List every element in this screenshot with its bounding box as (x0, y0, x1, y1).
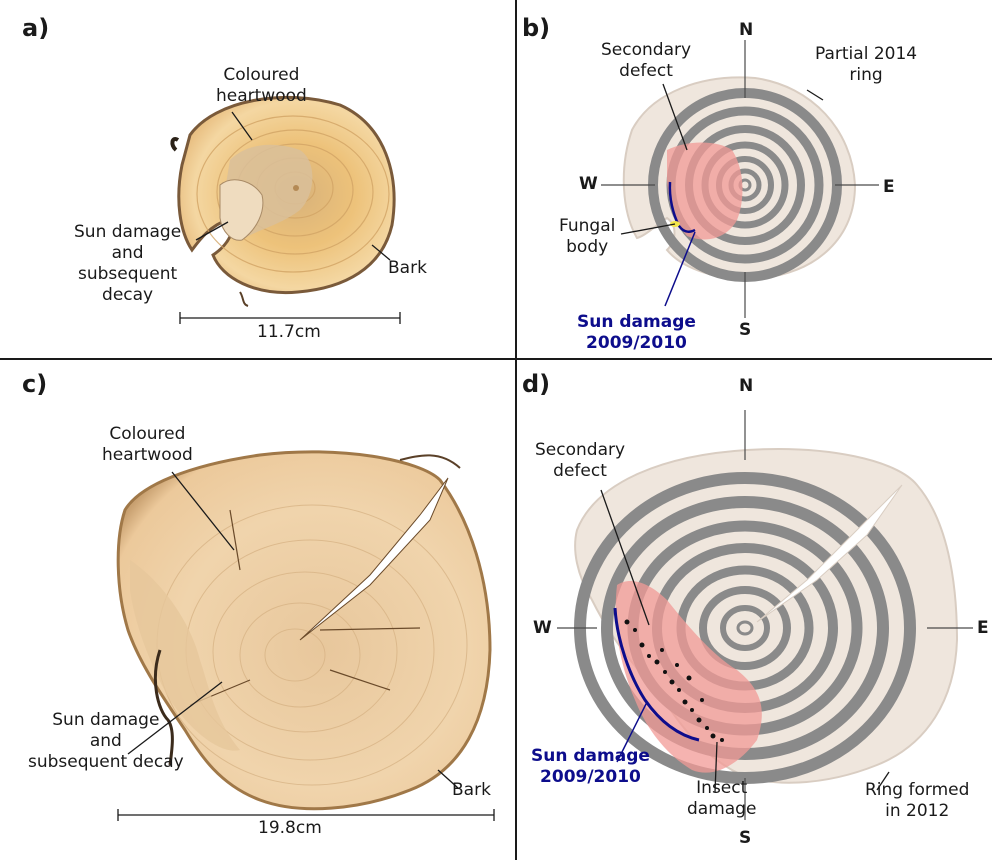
scale-label-c: 19.8cm (258, 818, 322, 838)
panel-c: c) Coloured heartwood Sun damage and sub… (0, 360, 515, 860)
insect-damage-label-d: Insect damage (687, 778, 757, 819)
ring-map-d (574, 448, 959, 784)
panel-b-graphic (601, 40, 879, 318)
sun-damage-label-c: Sun damage and subsequent decay (28, 710, 184, 772)
panel-d-label: d) (522, 370, 551, 398)
panel-b-label: b) (522, 14, 551, 42)
compass-axes-b (601, 40, 879, 318)
partial-ring-label-b: Partial 2014 ring (815, 44, 918, 85)
scale-bar-a (179, 312, 401, 324)
compass-north-d: N (739, 376, 754, 396)
panel-b: b) N S W E Secondary defect Partial 2014… (517, 0, 992, 358)
compass-axes-d (557, 410, 973, 820)
sun-damage-label-a: Sun damage and subsequent decay (74, 222, 182, 305)
decay-region-c (130, 560, 240, 751)
panel-a-graphic (170, 95, 401, 324)
scale-label-a: 11.7cm (257, 322, 321, 342)
panel-c-graphic (116, 450, 495, 821)
sun-damage-line-d (613, 607, 700, 742)
horizontal-divider (0, 358, 992, 360)
compass-north-b: N (739, 20, 754, 40)
scale-bar-c (117, 809, 495, 821)
tree-disc-c (116, 450, 492, 811)
tree-disc-a (170, 95, 396, 307)
secondary-defect-label-d: Secondary defect (535, 440, 626, 481)
sun-damage-label-d: Sun damage 2009/2010 (531, 746, 650, 787)
compass-south-d: S (739, 828, 752, 848)
bark-label-a: Bark (388, 258, 427, 278)
heartwood-label-c: Coloured heartwood (102, 424, 193, 465)
crack-d (756, 484, 903, 623)
sun-damage-label-b: Sun damage 2009/2010 (577, 312, 696, 353)
panel-a: a) Coloured heartwood Sun damage and sub… (0, 0, 515, 358)
compass-west-b: W (579, 174, 598, 194)
panel-d-graphic (557, 410, 973, 820)
secondary-defect-label-b: Secondary defect (601, 40, 692, 81)
compass-west-d: W (533, 618, 552, 638)
secondary-defect-region-b (667, 142, 743, 240)
decay-region-a (219, 179, 264, 241)
vertical-divider (515, 0, 517, 860)
panel-d: d) N S W E Secondary defect Sun damage 2… (517, 360, 992, 860)
panel-a-label: a) (22, 14, 50, 42)
fungal-body-label-b: Fungal body (559, 216, 616, 257)
bark-label-c: Bark (452, 780, 491, 800)
heartwood-label-a: Coloured heartwood (216, 65, 307, 106)
ring-map-b (622, 76, 857, 282)
insect-damage-dots-d (624, 619, 724, 742)
ring-2012-label-d: Ring formed in 2012 (865, 780, 970, 821)
sun-damage-line-b (668, 181, 696, 233)
compass-east-d: E (977, 618, 989, 638)
compass-east-b: E (883, 177, 895, 197)
crack-c (299, 477, 449, 641)
panel-c-label: c) (22, 370, 48, 398)
compass-south-b: S (739, 320, 752, 340)
